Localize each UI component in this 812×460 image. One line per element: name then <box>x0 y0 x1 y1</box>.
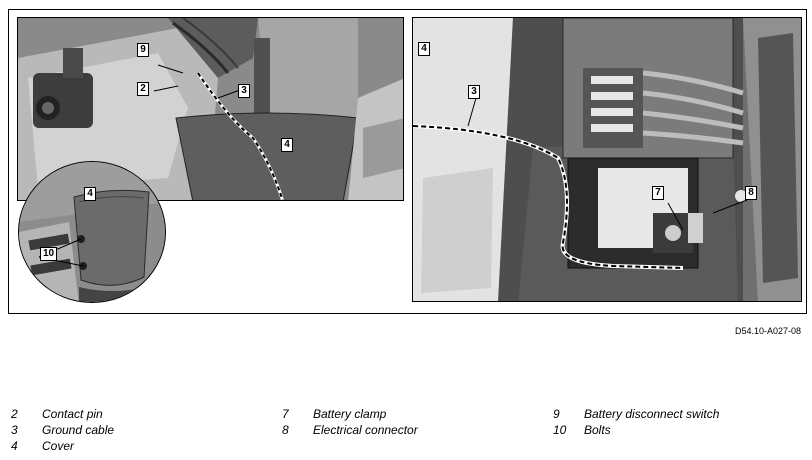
legend-item: 3 Ground cable <box>11 422 114 438</box>
legend-number: 8 <box>282 423 289 437</box>
legend-label: Electrical connector <box>313 423 418 437</box>
left-photo-illustration <box>18 18 403 200</box>
inset-illustration <box>19 162 165 302</box>
legend-label: Ground cable <box>42 423 115 437</box>
figure-id: D54.10-A027-08 <box>734 326 801 336</box>
legend-column-2: 7 Battery clamp 8 Electrical connector <box>282 406 418 438</box>
right-photo-illustration <box>413 18 801 301</box>
legend-number: 10 <box>553 423 567 437</box>
callout-3: 3 <box>238 84 250 98</box>
legend-item: 2 Contact pin <box>11 406 114 422</box>
legend-item: 4 Cover <box>11 438 114 454</box>
right-callout-3: 3 <box>468 85 480 99</box>
legend-number: 3 <box>11 423 18 437</box>
legend-item: 10 Bolts <box>553 422 719 438</box>
detail-inset <box>18 161 166 303</box>
callout-9: 9 <box>137 43 149 57</box>
legend-column-1: 2 Contact pin 3 Ground cable 4 Cover <box>11 406 114 454</box>
legend-number: 2 <box>11 407 18 421</box>
callout-2: 2 <box>137 82 149 96</box>
legend-item: 9 Battery disconnect switch <box>553 406 719 422</box>
legend-label: Cover <box>42 439 75 453</box>
callout-4: 4 <box>281 138 293 152</box>
right-callout-8: 8 <box>745 186 757 200</box>
legend-column-3: 9 Battery disconnect switch 10 Bolts <box>553 406 719 438</box>
right-photo <box>412 17 802 302</box>
legend-item: 8 Electrical connector <box>282 422 418 438</box>
right-callout-7: 7 <box>652 186 664 200</box>
legend-number: 9 <box>553 407 560 421</box>
inset-callout-10: 10 <box>40 247 58 261</box>
right-callout-4: 4 <box>418 42 430 56</box>
legend-label: Contact pin <box>42 407 103 421</box>
legend-number: 7 <box>282 407 289 421</box>
legend-label: Battery clamp <box>313 407 387 421</box>
inset-callout-4: 4 <box>84 187 96 201</box>
legend-label: Bolts <box>584 423 611 437</box>
legend-item: 7 Battery clamp <box>282 406 418 422</box>
legend-number: 4 <box>11 439 18 453</box>
legend-label: Battery disconnect switch <box>584 407 720 421</box>
